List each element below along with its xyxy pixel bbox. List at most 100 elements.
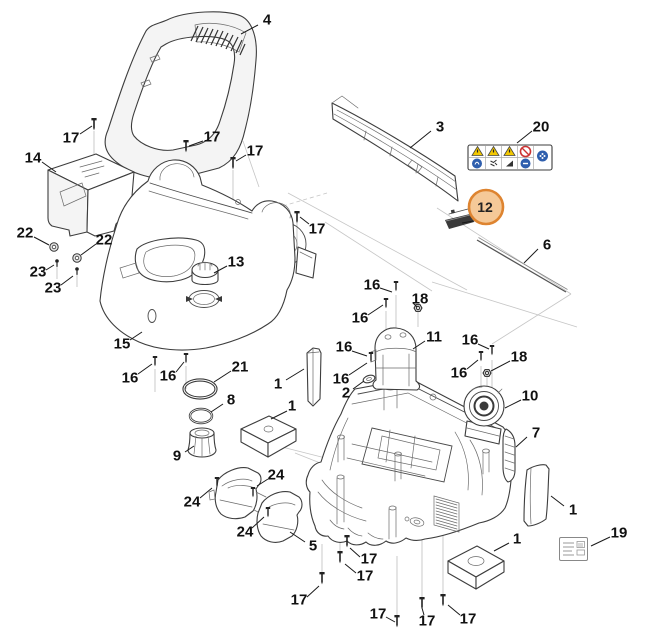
leader-line-17 bbox=[235, 154, 247, 162]
callout-10[interactable]: 10 bbox=[522, 388, 539, 405]
callout-7[interactable]: 7 bbox=[532, 425, 540, 442]
callout-16[interactable]: 16 bbox=[451, 365, 468, 382]
callout-2[interactable]: 2 bbox=[342, 385, 350, 402]
callout-20[interactable]: 20 bbox=[533, 119, 550, 136]
callout-15[interactable]: 15 bbox=[114, 336, 131, 353]
leader-line-17 bbox=[188, 140, 204, 147]
callout-24[interactable]: 24 bbox=[237, 524, 254, 541]
leader-line-6 bbox=[523, 248, 539, 264]
callout-18[interactable]: 18 bbox=[511, 349, 528, 366]
part-rating-label bbox=[559, 537, 588, 561]
callout-4[interactable]: 4 bbox=[263, 12, 272, 29]
leader-line-4 bbox=[240, 24, 259, 35]
screw-icon bbox=[75, 267, 79, 276]
screw-icon bbox=[294, 211, 300, 224]
callout-18[interactable]: 18 bbox=[412, 291, 429, 308]
callout-22[interactable]: 22 bbox=[17, 225, 34, 242]
highlight-number[interactable]: 12 bbox=[477, 199, 493, 215]
callout-16[interactable]: 16 bbox=[122, 370, 139, 387]
callout-1[interactable]: 1 bbox=[274, 376, 282, 393]
part-foam-panel-right bbox=[523, 464, 550, 527]
leader-line-5 bbox=[289, 531, 306, 543]
leader-line-1 bbox=[285, 368, 305, 381]
leader-line-17 bbox=[306, 585, 320, 598]
screw-icon bbox=[183, 353, 189, 364]
callout-17[interactable]: 17 bbox=[460, 611, 477, 628]
callout-16[interactable]: 16 bbox=[352, 310, 369, 327]
part-clip bbox=[362, 374, 376, 384]
warning-triangle-icon bbox=[487, 145, 500, 156]
leader-line-16 bbox=[367, 304, 384, 316]
screw-icon bbox=[419, 597, 425, 610]
part-safety-labels bbox=[467, 144, 553, 171]
callout-21[interactable]: 21 bbox=[232, 359, 249, 376]
callout-17[interactable]: 17 bbox=[63, 130, 80, 147]
part-side-strip bbox=[502, 428, 516, 483]
screw-icon bbox=[230, 157, 236, 170]
leader-line-21 bbox=[213, 370, 232, 383]
leader-line-16 bbox=[379, 287, 393, 293]
callout-17[interactable]: 17 bbox=[361, 551, 378, 568]
callout-3[interactable]: 3 bbox=[436, 119, 444, 136]
part-oring-small bbox=[188, 407, 214, 425]
callout-17[interactable]: 17 bbox=[291, 592, 308, 609]
part-foam-block-left bbox=[240, 415, 297, 458]
callout-17[interactable]: 17 bbox=[370, 606, 387, 623]
callout-14[interactable]: 14 bbox=[25, 150, 42, 167]
callout-16[interactable]: 16 bbox=[333, 371, 350, 388]
screw-icon bbox=[368, 352, 374, 363]
callout-1[interactable]: 1 bbox=[569, 502, 577, 519]
callout-16[interactable]: 16 bbox=[336, 339, 353, 356]
callout-9[interactable]: 9 bbox=[173, 448, 181, 465]
callout-23[interactable]: 23 bbox=[30, 264, 47, 281]
screw-icon bbox=[55, 259, 59, 268]
leader-line-17 bbox=[421, 607, 425, 616]
leader-line-22 bbox=[80, 243, 97, 256]
part-motor-block bbox=[370, 327, 421, 391]
leader-line-16 bbox=[351, 350, 368, 357]
warning-triangle-icon bbox=[503, 145, 516, 156]
leader-line-16 bbox=[137, 363, 153, 375]
highlighted-callout-12[interactable]: 12 bbox=[461, 188, 505, 226]
leader-line-15 bbox=[129, 331, 143, 341]
leader-line-16 bbox=[348, 362, 368, 376]
screw-icon bbox=[393, 281, 399, 292]
part-battery-cover bbox=[47, 153, 135, 237]
read-manual-glyph-icon bbox=[490, 159, 498, 167]
leader-line-10 bbox=[504, 399, 522, 409]
screw-icon bbox=[478, 351, 484, 362]
callout-24[interactable]: 24 bbox=[184, 494, 201, 511]
part-rear-flap bbox=[331, 95, 459, 202]
callout-16[interactable]: 16 bbox=[462, 332, 479, 349]
callout-17[interactable]: 17 bbox=[357, 568, 374, 585]
callout-23[interactable]: 23 bbox=[45, 280, 62, 297]
callout-19[interactable]: 19 bbox=[611, 525, 628, 542]
vent-grille bbox=[190, 25, 246, 56]
callout-1[interactable]: 1 bbox=[288, 398, 296, 415]
leader-line-17 bbox=[447, 604, 461, 616]
leader-line-13 bbox=[213, 265, 228, 274]
screw-icon bbox=[319, 572, 325, 585]
leader-line-3 bbox=[409, 130, 432, 149]
callout-17[interactable]: 17 bbox=[419, 613, 436, 630]
highlight-circle[interactable] bbox=[467, 188, 505, 226]
callout-6[interactable]: 6 bbox=[543, 237, 551, 254]
callout-17[interactable]: 17 bbox=[309, 221, 326, 238]
callout-1[interactable]: 1 bbox=[513, 531, 521, 548]
part-oring-large bbox=[182, 378, 218, 400]
callout-24[interactable]: 24 bbox=[268, 467, 285, 484]
callout-11[interactable]: 11 bbox=[426, 329, 442, 346]
part-cap bbox=[191, 261, 219, 286]
prohibition-circle-icon bbox=[519, 145, 532, 158]
callout-13[interactable]: 13 bbox=[228, 254, 245, 271]
leader-line-18 bbox=[412, 302, 418, 308]
callout-17[interactable]: 17 bbox=[247, 143, 264, 160]
leader-line-16 bbox=[477, 343, 490, 350]
callout-17[interactable]: 17 bbox=[204, 129, 221, 146]
callout-8[interactable]: 8 bbox=[227, 392, 235, 409]
callout-16[interactable]: 16 bbox=[160, 368, 177, 385]
callout-16[interactable]: 16 bbox=[364, 277, 381, 294]
callout-22[interactable]: 22 bbox=[96, 232, 113, 249]
callout-5[interactable]: 5 bbox=[309, 538, 317, 555]
leader-line-24 bbox=[256, 478, 269, 487]
